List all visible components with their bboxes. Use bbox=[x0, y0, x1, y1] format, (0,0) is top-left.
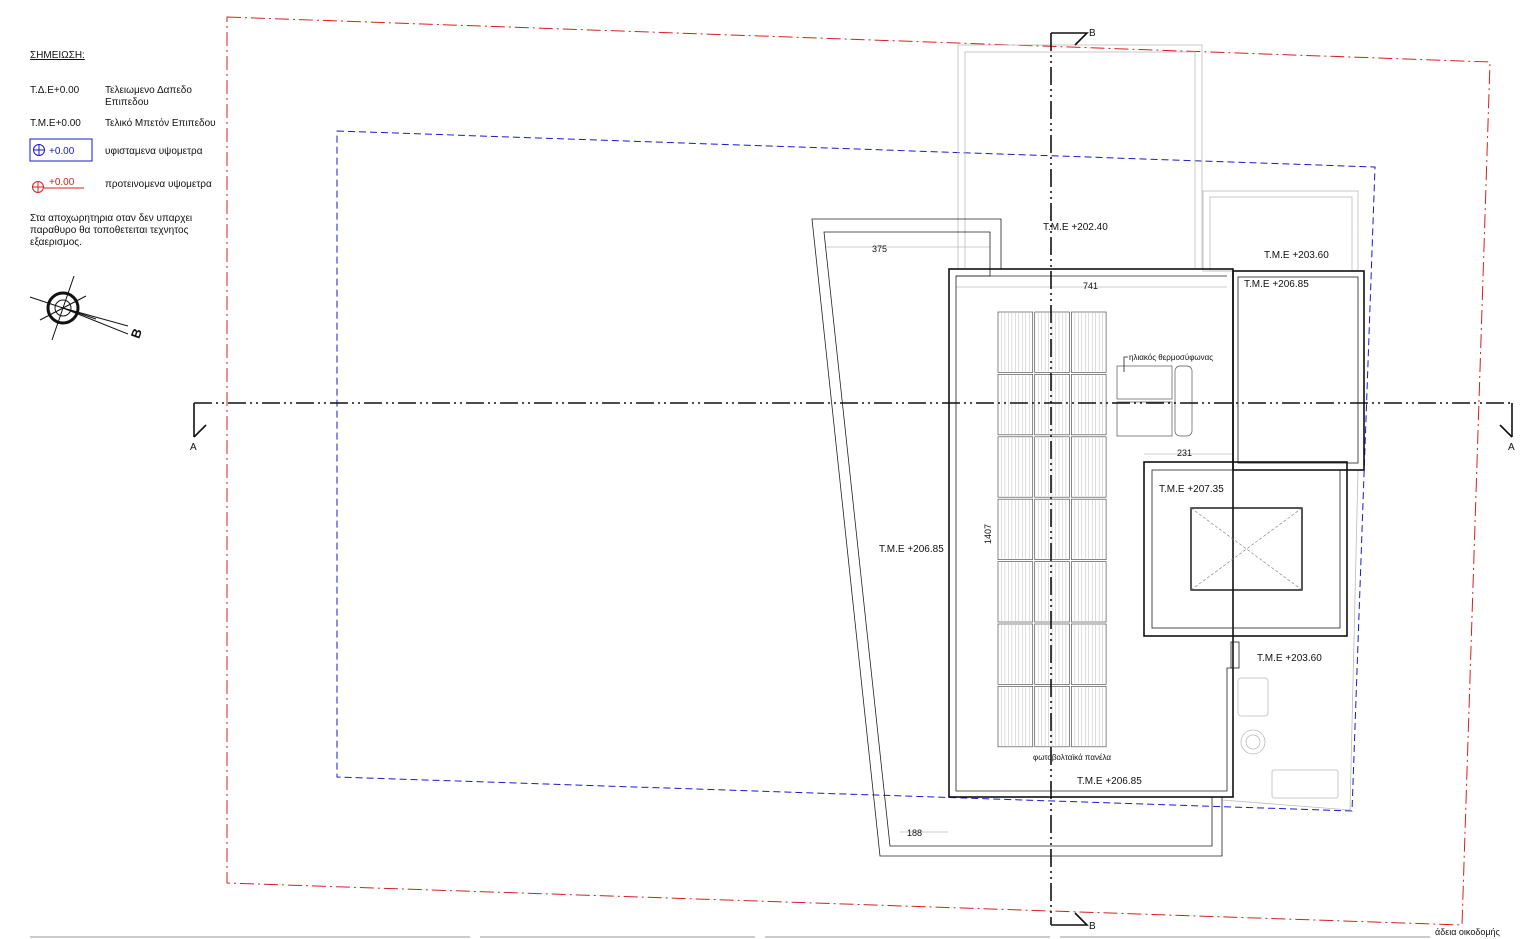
existing-level-icon bbox=[33, 144, 45, 156]
pv-panels bbox=[997, 311, 1107, 748]
legend-code: Τ.Δ.Ε+0.00 bbox=[30, 85, 80, 96]
dimension-label: 1407 bbox=[983, 524, 993, 544]
dimension-label: 741 bbox=[1083, 281, 1098, 291]
building-limit bbox=[336, 130, 1376, 812]
dimension-label: 231 bbox=[1177, 448, 1192, 458]
legend-code: +0.00 bbox=[49, 177, 75, 188]
level-label: Τ.Μ.Ε +206.85 bbox=[879, 544, 944, 555]
dimension-label: 375 bbox=[872, 244, 887, 254]
level-label: Τ.Μ.Ε +207.35 bbox=[1159, 484, 1224, 495]
level-label: Τ.Μ.Ε +206.85 bbox=[1077, 776, 1142, 787]
level-label: Τ.Μ.Ε +203.60 bbox=[1257, 653, 1322, 664]
legend-desc: Τελικό Μπετόν Επιπεδου bbox=[105, 117, 216, 129]
legend-desc: Επιπεδου bbox=[105, 97, 149, 108]
north-arrow-icon bbox=[29, 275, 129, 341]
stair-block bbox=[1143, 461, 1348, 637]
legend-title: ΣΗΜΕΙΩΣΗ: bbox=[30, 50, 85, 61]
section-a-label-left: A bbox=[190, 442, 197, 453]
section-line-b bbox=[1050, 32, 1089, 926]
title-block-label: άδεια οικοδομής bbox=[1435, 927, 1501, 937]
legend-note: εξαερισμος. bbox=[30, 237, 82, 248]
level-label: Τ.Μ.Ε +202.40 bbox=[1043, 222, 1108, 233]
section-line-a bbox=[193, 402, 1513, 438]
dimension-label: 188 bbox=[907, 828, 922, 838]
legend-code: Τ.Μ.Ε+0.00 bbox=[30, 118, 81, 129]
solar-heater-label: ηλιακός θερμοσύφωνας bbox=[1129, 353, 1213, 362]
section-b-label-bottom: B bbox=[1089, 921, 1096, 932]
pv-panels-label: φωτοβολταϊκά πανέλα bbox=[1033, 753, 1111, 762]
proposed-level-icon bbox=[32, 181, 84, 193]
legend-desc: υφισταμενα υψομετρα bbox=[105, 146, 203, 157]
legend-note: Στα αποχωρητηρια οταν δεν υπαρχει bbox=[30, 213, 192, 224]
section-a-label-right: A bbox=[1508, 442, 1515, 453]
legend: ΣΗΜΕΙΩΣΗ: Τ.Δ.Ε+0.00 Τελειωμενο Δαπεδο Ε… bbox=[29, 50, 216, 248]
legend-note: παραθυρο θα τοποθετειται τεχνητος bbox=[30, 225, 189, 236]
compass-label: B bbox=[128, 326, 145, 340]
legend-desc: Τελειωμενο Δαπεδο bbox=[105, 85, 192, 96]
solar-water-heater bbox=[1116, 356, 1193, 437]
level-label: Τ.Μ.Ε +206.85 bbox=[1244, 279, 1309, 290]
level-label: Τ.Μ.Ε +203.60 bbox=[1264, 250, 1329, 261]
plot-boundary bbox=[226, 16, 1491, 926]
legend-code: +0.00 bbox=[49, 146, 75, 157]
section-b-label-top: B bbox=[1089, 28, 1096, 39]
legend-desc: προτεινομενα υψομετρα bbox=[105, 179, 212, 190]
